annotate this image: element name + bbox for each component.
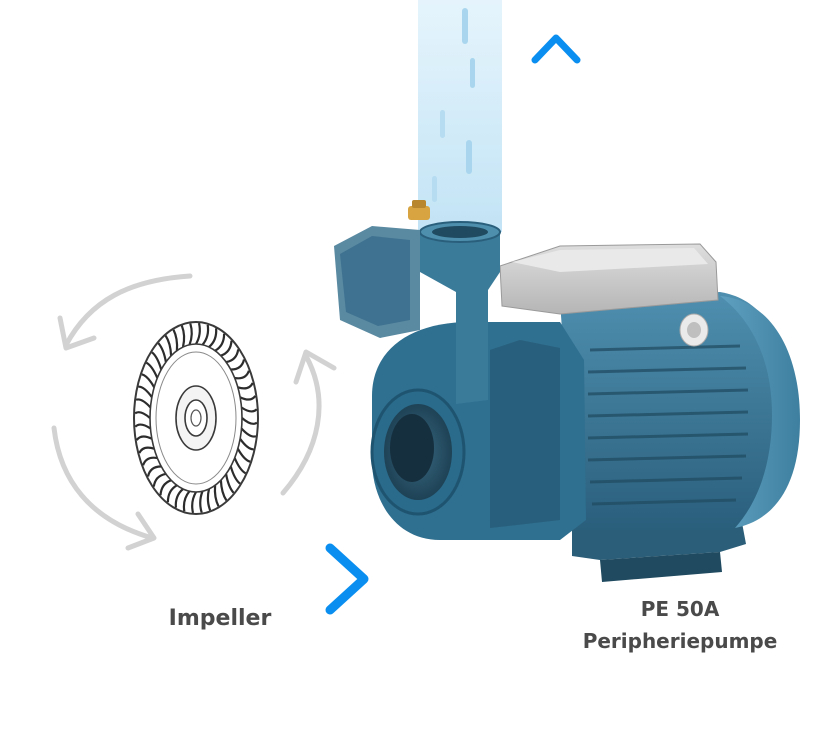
outlet-arrow-icon bbox=[535, 38, 577, 230]
cable-gland bbox=[680, 314, 708, 346]
pump-model-label: PE 50A bbox=[560, 593, 800, 625]
inlet-arrow-icon bbox=[50, 548, 364, 610]
pump-image bbox=[334, 200, 800, 582]
impeller-label: Impeller bbox=[140, 606, 300, 631]
intake-port bbox=[372, 390, 464, 514]
impeller-wheel-icon bbox=[134, 322, 258, 514]
water-stream bbox=[418, 0, 502, 232]
pump-caption: PE 50A Peripheriepumpe bbox=[560, 593, 800, 657]
pump-type-label: Peripheriepumpe bbox=[560, 625, 800, 657]
